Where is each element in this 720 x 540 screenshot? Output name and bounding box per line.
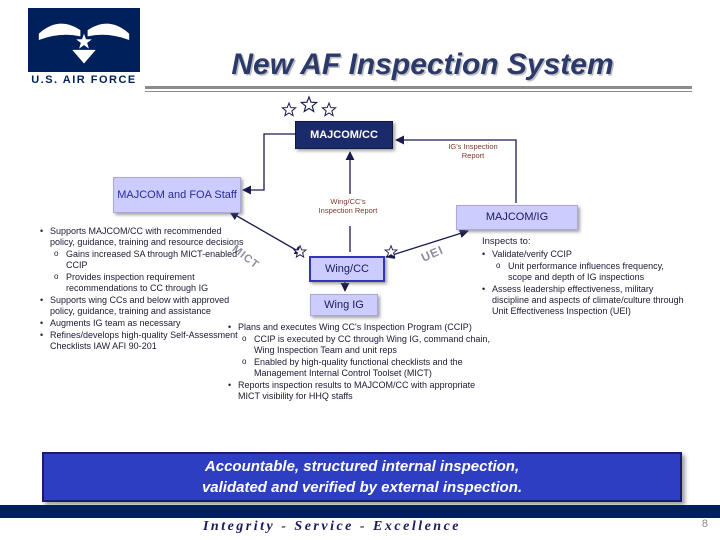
bullet-item: Provides inspection requirement recommen… bbox=[40, 271, 248, 294]
bullet-item: Gains increased SA through MICT-enabled … bbox=[40, 248, 248, 271]
inspects-to-heading: Inspects to: bbox=[482, 236, 531, 247]
usaf-logo bbox=[28, 8, 140, 72]
wing-bullets: Plans and executes Wing CC's Inspection … bbox=[228, 322, 490, 403]
title-divider bbox=[145, 86, 692, 92]
bullet-item: Supports wing CCs and below with approve… bbox=[40, 295, 248, 317]
bullet-item: Plans and executes Wing CC's Inspection … bbox=[228, 322, 490, 333]
summary-banner-line2: validated and verified by external inspe… bbox=[201, 479, 523, 496]
wing-cc-box: Wing/CC bbox=[309, 256, 385, 282]
usaf-wings-icon bbox=[38, 23, 130, 64]
footer-motto: Integrity - Service - Excellence bbox=[202, 519, 462, 534]
bullet-item: Reports inspection results to MAJCOM/CC … bbox=[228, 380, 490, 402]
bullet-item: Enabled by high-quality functional check… bbox=[228, 356, 490, 379]
majcom-foa-staff-box: MAJCOM and FOA Staff bbox=[113, 177, 241, 213]
wing-ig-box: Wing IG bbox=[310, 294, 378, 316]
bottom-bar bbox=[0, 505, 720, 518]
summary-banner-line1: Accountable, structured internal inspect… bbox=[204, 458, 520, 475]
star-icon bbox=[292, 244, 308, 259]
page-number: 8 bbox=[701, 518, 708, 530]
majcom-staff-bullets: Supports MAJCOM/CC with recommended poli… bbox=[40, 226, 248, 353]
page-title: New AF Inspection System bbox=[231, 48, 614, 82]
bullet-item: CCIP is executed by CC through Wing IG, … bbox=[228, 333, 490, 356]
logo-caption: U.S. AIR FORCE bbox=[31, 74, 137, 86]
bullet-item: Assess leadership effectiveness, militar… bbox=[482, 284, 690, 317]
uei-arrow-label: UEI bbox=[419, 242, 446, 265]
connector-cc-to-staff bbox=[242, 133, 296, 195]
star-icon bbox=[321, 101, 337, 117]
bullet-item: Supports MAJCOM/CC with recommended poli… bbox=[40, 226, 248, 248]
star-icon bbox=[299, 95, 319, 113]
majcom-cc-box: MAJCOM/CC bbox=[295, 121, 393, 149]
bullet-item: Unit performance influences frequency, s… bbox=[482, 260, 690, 283]
majcom-ig-bullets: Inspects to: Validate/verify CCIP Unit p… bbox=[482, 236, 690, 318]
bullet-item: Augments IG team as necessary bbox=[40, 318, 248, 329]
majcom-ig-box: MAJCOM/IG bbox=[456, 205, 578, 230]
bullet-item: Validate/verify CCIP bbox=[482, 249, 690, 260]
bullet-item: Refines/develops high-quality Self-Asses… bbox=[40, 330, 248, 352]
summary-banner: Accountable, structured internal inspect… bbox=[42, 452, 682, 502]
star-icon bbox=[281, 101, 297, 117]
igs-inspection-report-label: IG's Inspection Report bbox=[448, 142, 498, 160]
wingcc-inspection-report-label: Wing/CC's Inspection Report bbox=[318, 197, 378, 215]
star-icon bbox=[383, 244, 399, 259]
